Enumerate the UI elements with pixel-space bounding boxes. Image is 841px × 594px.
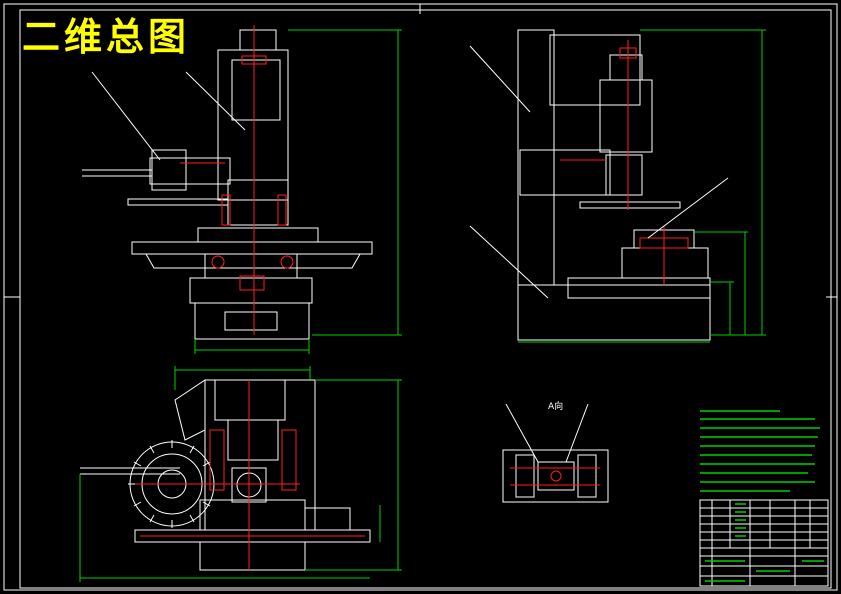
tool-arm xyxy=(149,157,231,185)
bearing-left xyxy=(211,255,225,269)
side-table-red xyxy=(639,237,689,249)
side-column-back xyxy=(549,34,641,106)
guide-red-right xyxy=(277,194,287,226)
inner-border xyxy=(19,9,832,589)
top-guide-red-left xyxy=(209,429,225,491)
pocket xyxy=(189,514,195,523)
drive-box xyxy=(239,275,265,291)
front-leaders xyxy=(91,71,246,161)
pocket xyxy=(189,445,195,454)
side-saddle xyxy=(621,247,709,279)
side-arm xyxy=(519,149,611,196)
drawing-title: 二维总图 xyxy=(22,15,191,59)
front-dimensions xyxy=(194,29,402,354)
side-red-details xyxy=(560,40,689,285)
sheet-frame xyxy=(3,3,838,591)
top-view xyxy=(79,366,402,582)
side-guide-bar xyxy=(579,201,681,209)
base-foot xyxy=(194,302,310,340)
side-spindle-red xyxy=(619,47,637,59)
top-red-details xyxy=(135,380,365,570)
side-head-top xyxy=(609,54,643,81)
top-saddle xyxy=(199,499,306,531)
side-tool-unit xyxy=(605,154,643,196)
top-column-body xyxy=(204,379,316,531)
top-motor xyxy=(304,507,351,531)
pocket xyxy=(149,514,155,523)
side-column xyxy=(517,29,555,286)
side-head xyxy=(599,79,653,153)
guide-bar xyxy=(127,198,229,206)
saddle xyxy=(145,253,361,269)
leader-1 xyxy=(91,71,161,161)
detail-view-a: A向 xyxy=(502,400,609,503)
side-base xyxy=(517,284,711,341)
detail-leader-2 xyxy=(565,403,589,463)
column-lower xyxy=(227,179,289,226)
view-a-label: A向 xyxy=(548,400,563,412)
top-arm xyxy=(174,379,206,441)
spindle-head xyxy=(231,59,281,121)
top-column-block xyxy=(214,379,286,421)
column-top-cap xyxy=(239,29,277,51)
side-view xyxy=(469,29,766,343)
column xyxy=(217,49,289,201)
pocket xyxy=(202,461,211,467)
detail-center-body xyxy=(537,461,575,491)
side-leader-2 xyxy=(469,225,549,299)
top-dimensions xyxy=(79,366,402,582)
side-leaders xyxy=(469,45,729,299)
side-dimensions xyxy=(518,29,766,343)
red-details xyxy=(180,25,294,335)
front-view xyxy=(82,25,402,354)
title-block-green-cells xyxy=(705,503,824,582)
pocket xyxy=(202,501,211,507)
pocket xyxy=(149,445,155,454)
detail-right-clamp xyxy=(577,454,597,498)
side-leader-1 xyxy=(469,45,531,113)
detail-leader-1 xyxy=(505,403,539,463)
top-base-lower xyxy=(199,541,306,571)
detail-frame xyxy=(502,449,609,503)
leader-2 xyxy=(185,71,246,131)
bearing-right xyxy=(280,255,294,269)
detail-left-clamp xyxy=(515,454,535,498)
detail-leaders xyxy=(505,403,589,463)
title-block xyxy=(699,499,829,587)
worktable xyxy=(131,241,373,255)
top-guide-red-right xyxy=(281,429,297,491)
pocket xyxy=(133,461,142,467)
top-spindle-box xyxy=(227,419,279,461)
guide-red-left xyxy=(221,194,231,226)
spindle-red xyxy=(241,55,267,65)
title-block-frame xyxy=(699,499,829,587)
worktable-top xyxy=(197,227,319,243)
base-pocket xyxy=(224,311,278,331)
technical-notes xyxy=(700,410,820,492)
side-platform xyxy=(567,277,711,299)
detail-red xyxy=(510,467,600,486)
detail-bearing xyxy=(550,470,562,482)
pocket xyxy=(133,501,142,507)
side-leader-3 xyxy=(647,177,729,239)
